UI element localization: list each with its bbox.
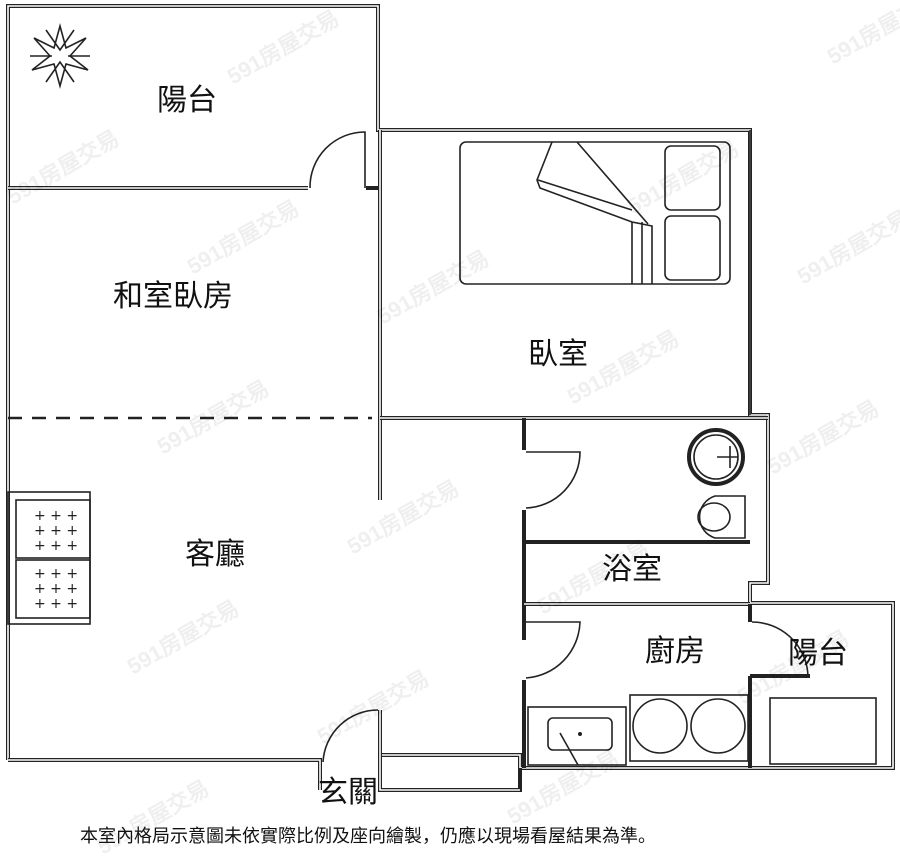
walls: [6, 4, 895, 792]
room-label-bedroom: 臥室: [528, 337, 588, 372]
washer-icon: [769, 697, 877, 765]
sofa-icon: + + ++ + ++ + + + + ++ + ++ + +: [7, 491, 91, 625]
svg-text:+ + +: + + +: [34, 538, 78, 554]
svg-text:+ + +: + + +: [34, 596, 78, 612]
room-label-tatami-bedroom: 和室臥房: [113, 279, 233, 314]
room-label-kitchen: 廚房: [645, 634, 705, 669]
stove-icon: [629, 694, 749, 762]
sink-icon: [687, 428, 745, 486]
svg-text:+ + +: + + +: [34, 523, 78, 539]
kitchen-counter: [527, 706, 627, 766]
disclaimer-text: 本室內格局示意圖未依實際比例及座向繪製，仍應以現場看屋結果為準。: [80, 826, 656, 847]
plant-icon: [30, 22, 90, 90]
svg-text:+ + +: + + +: [34, 508, 78, 524]
room-label-living-room: 客廳: [185, 537, 245, 572]
room-label-balcony-south: 陽台: [788, 636, 848, 671]
bed-icon: [459, 141, 731, 285]
room-label-balcony-north: 陽台: [157, 83, 217, 118]
room-label-bathroom: 浴室: [602, 552, 662, 587]
svg-text:+ + +: + + +: [34, 566, 78, 582]
toilet-icon: [697, 495, 746, 539]
doors: [309, 131, 809, 763]
svg-text:+ + +: + + +: [34, 581, 78, 597]
room-label-entrance: 玄關: [318, 775, 378, 810]
